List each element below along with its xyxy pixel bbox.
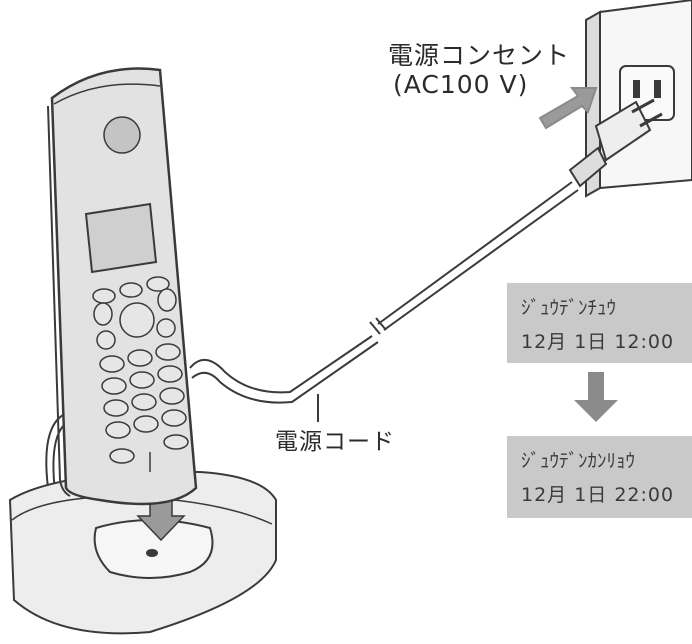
power-plug xyxy=(568,98,663,188)
outlet-voltage-label: (AC100 V) xyxy=(393,70,529,99)
cord-label: 電源コード xyxy=(275,429,395,455)
charging-status-text: ｼﾞｭｳﾃﾞﾝﾁｭｳ xyxy=(521,297,617,319)
charging-datetime-text: 12月 1日 12:00 xyxy=(521,331,675,353)
charged-datetime-text: 12月 1日 22:00 xyxy=(521,484,675,506)
charged-status-display: ｼﾞｭｳﾃﾞﾝｶﾝﾘｮｳ 12月 1日 22:00 xyxy=(507,436,692,518)
outlet-label: 電源コンセント xyxy=(388,41,571,70)
charging-status-display: ｼﾞｭｳﾃﾞﾝﾁｭｳ 12月 1日 12:00 xyxy=(507,283,692,363)
charged-status-text: ｼﾞｭｳﾃﾞﾝｶﾝﾘｮｳ xyxy=(521,450,636,472)
status-change-arrow xyxy=(574,372,618,422)
plug-in-arrow xyxy=(538,87,598,130)
cordless-handset xyxy=(47,67,198,506)
